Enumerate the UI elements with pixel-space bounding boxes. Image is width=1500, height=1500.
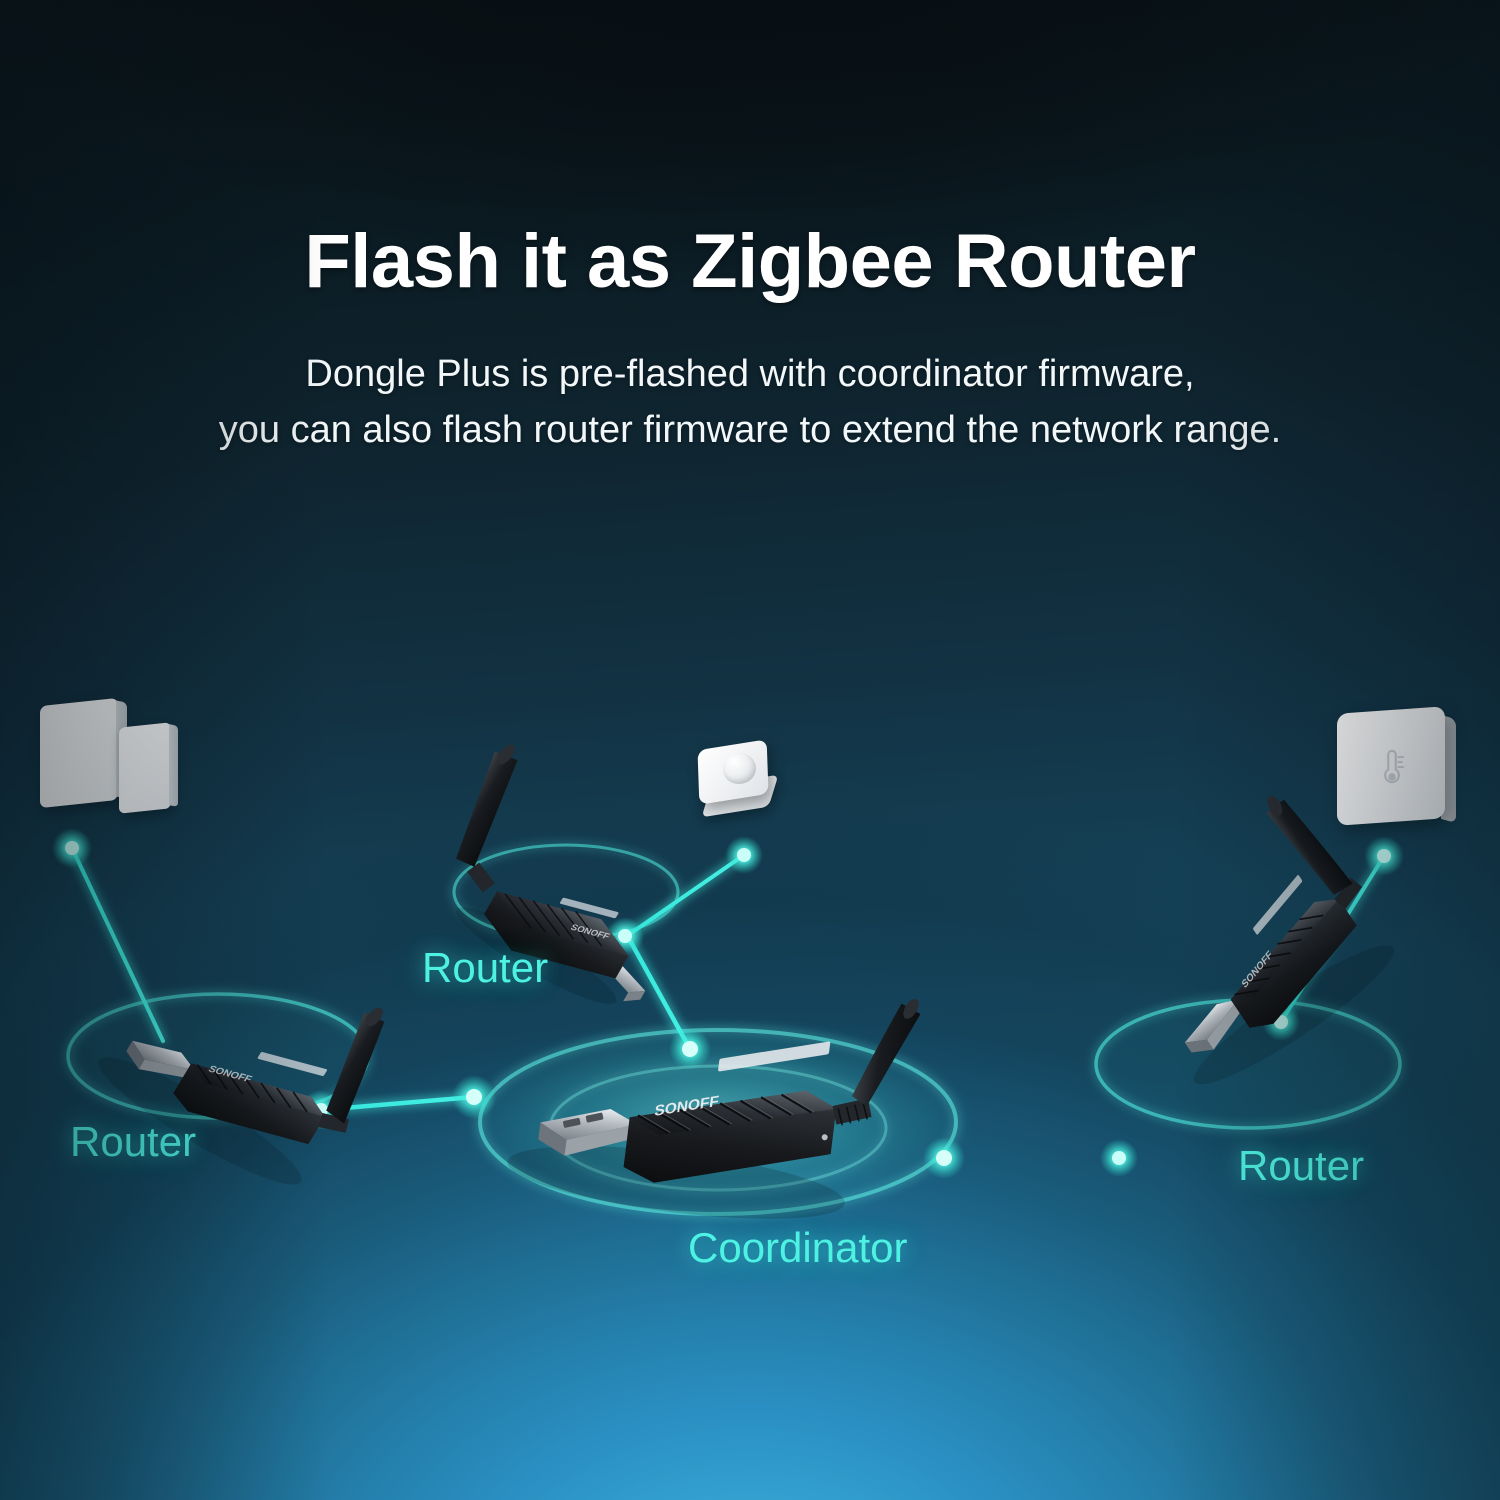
node-router-right-link: [1100, 1139, 1138, 1177]
heatsink-fins: [629, 1090, 837, 1136]
node-temp-sensor: [1364, 836, 1404, 876]
link-router-mid-motion: [622, 853, 746, 940]
antenna: [456, 744, 518, 893]
temperature-humidity-sensor: [1337, 706, 1463, 832]
motion-sensor-lens-dome: [723, 753, 756, 784]
product-label-band: [718, 1041, 831, 1072]
door-window-contact-sensor: [35, 697, 185, 814]
subtitle-line-2: you can also flash router firmware to ex…: [218, 409, 1282, 452]
subtitle-line-1: Dongle Plus is pre-flashed with coordina…: [305, 353, 1195, 395]
contact-sensor-magnet: [119, 722, 171, 814]
link-router-mid-coordinator: [624, 932, 693, 1052]
label-router-mid: Router: [422, 944, 549, 991]
usb-connector: [538, 1108, 637, 1156]
antenna: [832, 998, 921, 1126]
node-coordinator-right: [923, 1137, 965, 1179]
antenna: [318, 1007, 385, 1133]
page-subtitle: Dongle Plus is pre-flashed with coordina…: [0, 346, 1500, 458]
usb-connector: [126, 1040, 195, 1079]
thermometer-icon: [1384, 749, 1405, 784]
node-coordinator-top: [669, 1028, 711, 1070]
label-coordinator: Coordinator: [688, 1224, 908, 1271]
router-right-dongle: SONOFF: [1184, 795, 1395, 1085]
antenna: [1266, 795, 1363, 909]
pir-motion-sensor: [697, 739, 784, 818]
router-left-dongle: SONOFF: [98, 1007, 385, 1185]
node-motion-sensor: [725, 836, 763, 874]
usb-connector: [1184, 999, 1244, 1053]
contact-sensor-main-body: [40, 697, 118, 809]
link-router-left-door-sensor: [70, 846, 165, 1043]
coordinator-dongle: SONOFF: [507, 998, 921, 1219]
page-title: Flash it as Zigbee Router: [304, 219, 1196, 304]
node-coordinator-left: [452, 1075, 496, 1119]
router-mid-dongle: SONOFF: [456, 744, 646, 1004]
label-router-right: Router: [1238, 1142, 1365, 1189]
node-door-sensor: [52, 828, 92, 868]
label-router-left: Router: [70, 1118, 197, 1165]
